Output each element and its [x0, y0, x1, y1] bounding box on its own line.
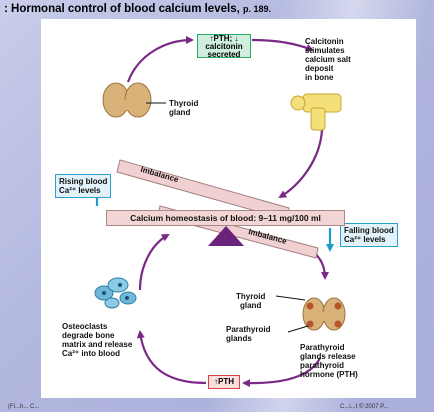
- pth-release-label: Parathyroid glands release parathyroid h…: [300, 343, 358, 379]
- arrow-rise-to-thyroid: [108, 110, 125, 162]
- homeostasis-bar: Calcium homeostasis of blood: 9–11 mg/10…: [106, 210, 345, 226]
- calcitonin-secreted-box: ↑PTH; ↓ calcitonin secreted: [197, 34, 251, 59]
- fulcrum: [208, 226, 244, 246]
- thyroid-bottom-label: Thyroid gland: [236, 292, 266, 310]
- parathyroid-leader: [287, 325, 309, 333]
- pth-box: ↑PTH: [208, 375, 240, 389]
- osteoclast-cells-image: [94, 277, 137, 309]
- arrow-thyroid-to-pth: [126, 36, 194, 83]
- falling-blood-box: Falling blood Ca²⁺ levels: [340, 223, 398, 247]
- parathyroid-label: Parathyroid glands: [226, 325, 271, 343]
- footer-left: (Fl...h... C...: [8, 404, 40, 410]
- arrow-calcitonin-to-bone: [251, 38, 314, 52]
- bone-image: [290, 93, 342, 131]
- arrow-osteoclasts-to-bar: [138, 234, 170, 291]
- thyroid-bottom-leader: [275, 295, 306, 301]
- rising-blood-box: Rising blood Ca²⁺ levels: [55, 174, 112, 198]
- arrow-bone-to-bar: [278, 129, 324, 199]
- footer-right: C...i...t © 2007 P...: [340, 404, 389, 410]
- parathyroid-image: [302, 297, 346, 331]
- arrow-pth-release-to-pthbox: [242, 357, 321, 388]
- diagram-panel: [41, 19, 416, 398]
- calcitonin-label: Calcitonin stimulates calcium salt depos…: [305, 37, 351, 82]
- slide-title: : Hormonal control of blood calcium leve…: [4, 3, 272, 15]
- arrow-pthbox-to-osteoclasts: [136, 330, 207, 385]
- thyroid-gland-label: Thyroid gland: [169, 99, 199, 117]
- osteoclasts-label: Osteoclasts degrade bone matrix and rele…: [62, 322, 133, 358]
- thyroid-gland-image: [102, 82, 152, 118]
